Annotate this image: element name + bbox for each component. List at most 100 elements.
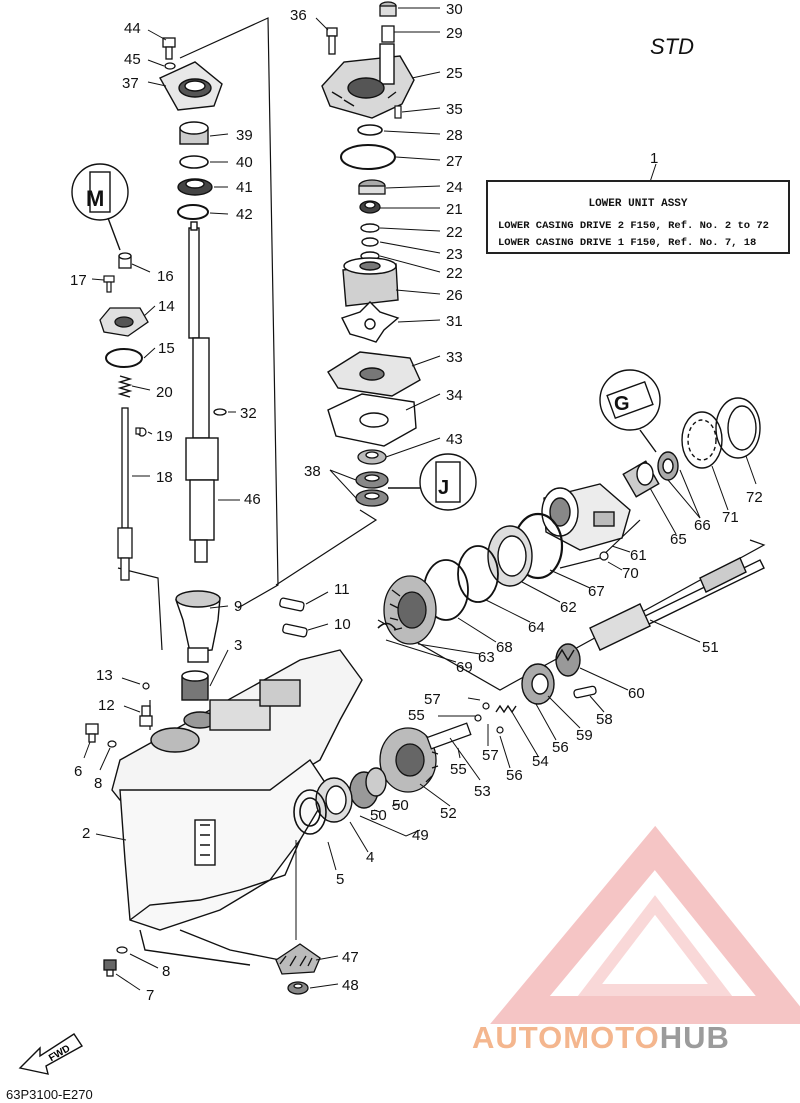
callout-57a: 57 [424, 691, 441, 708]
callout-55b: 55 [450, 761, 467, 778]
part-61-bearing-housing [541, 483, 631, 551]
callout-43: 43 [446, 431, 463, 448]
grease-symbol-icon: M [71, 163, 129, 251]
callout-50a: 50 [370, 807, 387, 824]
assy-title: LOWER UNIT ASSY [588, 198, 688, 210]
part-21-seal [359, 200, 381, 214]
callout-54: 54 [532, 753, 549, 770]
part-5-shim [293, 789, 327, 835]
callout-72: 72 [746, 489, 763, 506]
part-8-gasket-top [107, 740, 117, 748]
std-label: STD [650, 34, 694, 59]
callout-41: 41 [236, 179, 253, 196]
part-13-plug [142, 682, 150, 690]
callout-37: 37 [122, 75, 139, 92]
part-38-oil-seals [355, 471, 389, 507]
part-27-gasket-ring [340, 144, 396, 170]
part-4-bearing-race [315, 777, 353, 823]
part-14-plate [99, 307, 149, 337]
callout-56a: 56 [506, 767, 523, 784]
svg-text:G: G [614, 393, 630, 415]
part-69-circlip [377, 622, 397, 631]
callout-67: 67 [588, 583, 605, 600]
part-42-oring [177, 204, 209, 220]
callout-13: 13 [96, 667, 113, 684]
callout-1: 1 [650, 150, 658, 167]
callout-69: 69 [456, 659, 473, 676]
callout-34: 34 [446, 387, 463, 404]
callout-64: 64 [528, 619, 545, 636]
callout-45: 45 [124, 51, 141, 68]
callout-7: 7 [146, 987, 154, 1004]
watermark-part-b: HUB [659, 1020, 730, 1055]
part-46-driveshaft [185, 221, 219, 563]
part-47-pinion-gear [275, 943, 321, 975]
part-53-shift-plunger [426, 722, 472, 750]
part-12-fitting [139, 705, 153, 727]
callout-4: 4 [366, 849, 374, 866]
callout-16: 16 [157, 268, 174, 285]
callout-26: 26 [446, 287, 463, 304]
callout-17: 17 [70, 272, 87, 289]
callout-19: 19 [156, 428, 173, 445]
callout-12: 12 [98, 697, 115, 714]
part-32-key [213, 408, 227, 416]
part-34-gasket [327, 393, 417, 447]
part-55-ball [474, 714, 482, 722]
part-26-impeller-housing [342, 257, 399, 307]
part-23-washer [361, 237, 379, 247]
callout-36: 36 [290, 7, 307, 24]
part-71-spring-ring [681, 411, 723, 469]
callout-8: 8 [94, 775, 102, 792]
part-65-bearing [622, 460, 660, 498]
watermark-part-a: AUTOMOTO [472, 1020, 660, 1055]
callout-61: 61 [630, 547, 647, 564]
fwd-label: FWD [47, 1043, 72, 1064]
part-63-reverse-gear [383, 575, 437, 645]
callout-46: 46 [244, 491, 261, 508]
part-51-propeller-shaft [589, 557, 765, 651]
part-18-shift-rod [117, 407, 133, 581]
part-30-cap [379, 1, 397, 17]
callout-31: 31 [446, 313, 463, 330]
callout-15: 15 [158, 340, 175, 357]
callout-70: 70 [622, 565, 639, 582]
callout-51: 51 [702, 639, 719, 656]
part-9-sleeve [175, 590, 221, 663]
part-2-lower-casing [111, 649, 363, 966]
part-28-oring [357, 124, 383, 136]
callout-50b: 50 [392, 797, 409, 814]
part-10-dowel [282, 623, 308, 638]
part-59-forward-gear-bearing [521, 663, 555, 705]
part-3-bearing [181, 670, 209, 701]
part-66-washers [657, 451, 679, 481]
part-7-drain-plug [103, 959, 117, 977]
part-48-nut [287, 981, 309, 995]
callout-35: 35 [446, 101, 463, 118]
callout-9: 9 [234, 598, 242, 615]
part-45-washer [164, 62, 176, 70]
callout-10: 10 [334, 616, 351, 633]
callout-5: 5 [336, 871, 344, 888]
part-19-clip [135, 427, 147, 437]
watermark-triangle-logo [490, 825, 800, 1024]
callout-27: 27 [446, 153, 463, 170]
callout-23: 23 [446, 246, 463, 263]
callout-57b: 57 [482, 747, 499, 764]
diagram-code: 63P3100-E270 [6, 1087, 93, 1102]
part-31-impeller [341, 301, 400, 343]
callout-65: 65 [670, 531, 687, 548]
part-16-bushing [118, 252, 132, 269]
part-62-bearing-race [487, 525, 533, 587]
callout-25: 25 [446, 65, 463, 82]
part-8-gasket-bottom [116, 946, 128, 954]
part-57-ball [482, 702, 490, 710]
part-52-forward-gear [379, 727, 439, 793]
part-54-spring [495, 704, 517, 714]
callout-14: 14 [158, 298, 175, 315]
callout-2: 2 [82, 825, 90, 842]
callout-11: 11 [334, 581, 350, 598]
part-39-bearing [179, 121, 209, 145]
part-58-pin [573, 685, 597, 699]
callout-52: 52 [440, 805, 457, 822]
